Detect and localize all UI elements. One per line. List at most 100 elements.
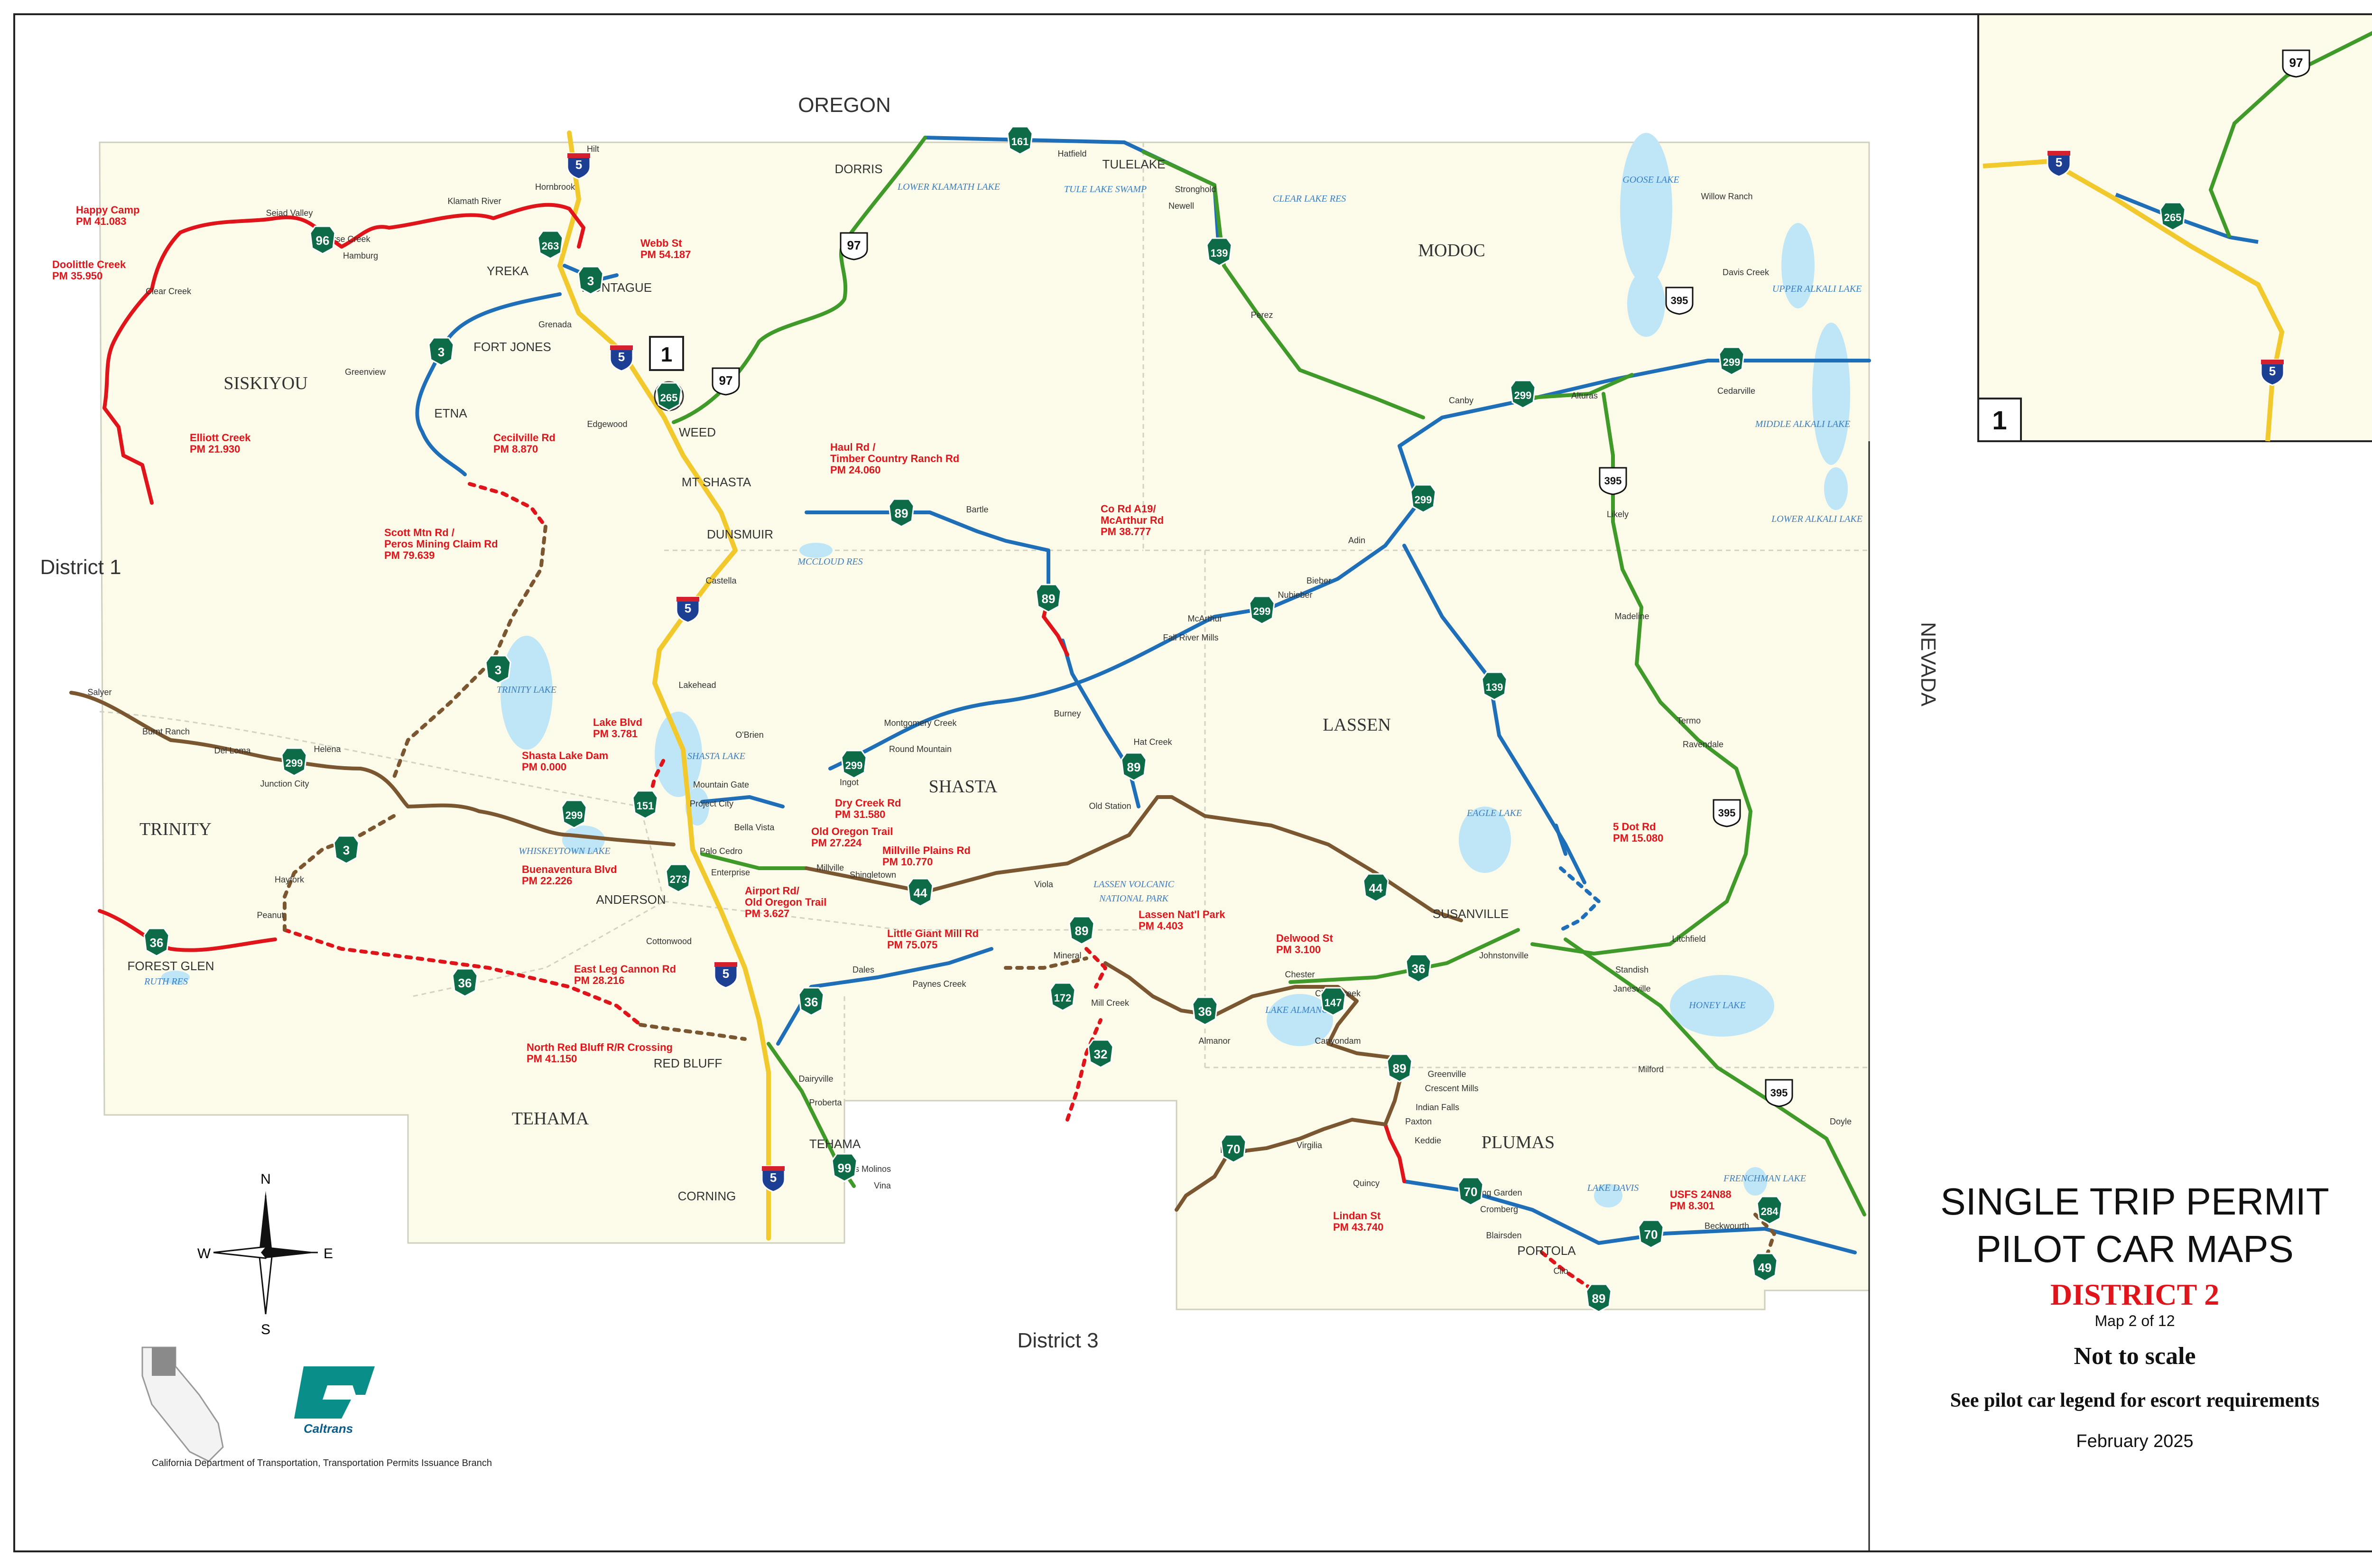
permit-limit-label: USFS 24N88 xyxy=(1670,1188,1732,1200)
route-97-shield-icon: 97 xyxy=(840,232,868,260)
town-label: Keddie xyxy=(1415,1136,1441,1145)
water-label: LOWER KLAMATH LAKE xyxy=(897,182,1000,192)
permit-limit-label: PM 8.870 xyxy=(493,443,538,455)
caltrans-wordmark: Caltrans xyxy=(304,1421,353,1436)
water-label: RUTH RES xyxy=(144,976,188,987)
water-label: TRINITY LAKE xyxy=(497,685,556,695)
map-border xyxy=(13,13,2372,1552)
town-label: Canby xyxy=(1449,396,1473,405)
town-label: Nubieber xyxy=(1278,590,1312,600)
route-shield-number: 5 xyxy=(723,966,729,981)
route-395-shield-icon: 395 xyxy=(1765,1079,1793,1107)
permit-limit-label: PM 31.580 xyxy=(835,808,885,820)
permit-limit-label: PM 10.770 xyxy=(882,856,933,868)
permit-limit-label: Cecilville Rd xyxy=(493,432,556,444)
town-label: Perez xyxy=(1251,310,1273,320)
town-label: Quincy xyxy=(1353,1178,1380,1188)
route-5-shield-icon: 5 xyxy=(713,961,738,989)
town-label: Proberta xyxy=(809,1098,842,1107)
permit-limit-label: Doolittle Creek xyxy=(52,259,126,270)
route-299-shield-icon: 299 xyxy=(1510,380,1536,409)
route-shield-number: 299 xyxy=(1415,494,1432,506)
route-5dot xyxy=(1559,866,1601,932)
route-36-shield-icon: 36 xyxy=(1405,954,1432,983)
route-shield-number: 299 xyxy=(1514,390,1532,401)
route-89-shield-icon: 89 xyxy=(1035,584,1062,613)
route-shield-number: 395 xyxy=(1604,475,1622,487)
county-label: SHASTA xyxy=(929,777,998,797)
title-map-of: Map 2 of 12 xyxy=(2095,1312,2175,1329)
town-label: FORT JONES xyxy=(473,340,551,354)
route-44-west xyxy=(700,852,808,870)
route-shield-number: 97 xyxy=(719,373,733,388)
town-label: Edgewood xyxy=(587,419,627,429)
route-5-shield-icon: 5 xyxy=(676,596,700,623)
town-label: Fall River Mills xyxy=(1163,633,1219,642)
route-96-red xyxy=(178,203,585,249)
town-label: CORNING xyxy=(678,1189,736,1203)
county-label: TRINITY xyxy=(139,819,212,839)
route-shield-number: 5 xyxy=(770,1170,777,1185)
inset-marker[interactable]: 1 xyxy=(649,336,684,411)
town-label: SUSANVILLE xyxy=(1433,907,1509,921)
route-299-shield-icon: 299 xyxy=(841,750,867,779)
town-label: Viola xyxy=(1034,880,1054,889)
route-139-south xyxy=(1402,544,1586,884)
permit-limit-label: PM 0.000 xyxy=(522,761,566,773)
route-5-shield-icon: 5 xyxy=(761,1165,786,1193)
route-shield-number: 265 xyxy=(2164,212,2182,223)
town-label: Palo Cedro xyxy=(700,846,742,856)
town-label: Standish xyxy=(1615,965,1649,974)
town-label: Hatfield xyxy=(1057,149,1086,158)
water-label: LAKE DAVIS xyxy=(1587,1183,1639,1193)
route-70-shield-icon: 70 xyxy=(1457,1177,1484,1206)
town-label: Almanor xyxy=(1198,1036,1230,1046)
permit-limit-label: Buenaventura Blvd xyxy=(522,863,617,875)
town-label: Hat Creek xyxy=(1133,737,1172,747)
route-east-leg-red xyxy=(283,928,642,1027)
permit-limit-label: McArthur Rd xyxy=(1101,514,1164,526)
inset-number: 1 xyxy=(1992,405,2007,435)
route-89-shield-icon: 89 xyxy=(1386,1053,1413,1083)
inset-marker-number: 1 xyxy=(661,343,672,366)
route-shield-number: 395 xyxy=(1671,295,1688,306)
route-299-shield-icon: 299 xyxy=(1249,595,1275,625)
town-label: Peanut xyxy=(257,910,284,920)
water-label: LOWER ALKALI LAKE xyxy=(1771,514,1862,524)
route-151-shield-icon: 151 xyxy=(632,790,658,819)
town-label: Clear Creek xyxy=(146,287,192,296)
route-shield-number: 139 xyxy=(1486,681,1503,693)
permit-limit-label: PM 54.187 xyxy=(640,249,691,260)
permit-limit-label: Shasta Lake Dam xyxy=(522,750,608,761)
town-label: Dairyville xyxy=(798,1074,833,1084)
permit-limit-label: PM 15.080 xyxy=(1613,832,1663,844)
route-89-red-lassen xyxy=(1084,947,1107,989)
route-265-shield-icon: 265 xyxy=(2159,202,2186,231)
route-32-shield-icon: 32 xyxy=(1087,1039,1114,1068)
town-label: Bella Vista xyxy=(734,823,775,832)
town-label: Johnstonville xyxy=(1479,951,1529,960)
town-label: Hilt xyxy=(587,144,599,154)
route-5-shield-icon: 5 xyxy=(2260,359,2285,386)
route-shield-number: 44 xyxy=(1369,881,1383,895)
town-label: Paynes Creek xyxy=(912,979,966,989)
route-32-red xyxy=(1066,1018,1103,1122)
route-3-hayfork xyxy=(283,814,396,932)
town-label: Burnt Ranch xyxy=(142,727,190,736)
town-label: Crescent Mills xyxy=(1425,1084,1478,1093)
route-shield-number: 70 xyxy=(1644,1227,1658,1242)
town-label: Newell xyxy=(1168,201,1194,211)
town-label: YREKA xyxy=(487,264,529,278)
route-284-brown xyxy=(1753,1213,1776,1264)
route-395-shield-icon: 395 xyxy=(1665,287,1694,315)
route-36-shield-icon: 36 xyxy=(452,968,478,997)
title-block: SINGLE TRIP PERMIT PILOT CAR MAPS DISTRI… xyxy=(1868,441,2329,1551)
route-139-north xyxy=(1141,150,1425,419)
route-44-brown xyxy=(805,795,1463,922)
permit-limit-label: PM 38.777 xyxy=(1101,526,1151,538)
permit-limit-label: Elliott Creek xyxy=(190,432,251,444)
town-label: Indian Falls xyxy=(1416,1103,1459,1112)
route-3-shield-icon: 3 xyxy=(577,266,604,295)
town-label: RED BLUFF xyxy=(654,1056,722,1070)
